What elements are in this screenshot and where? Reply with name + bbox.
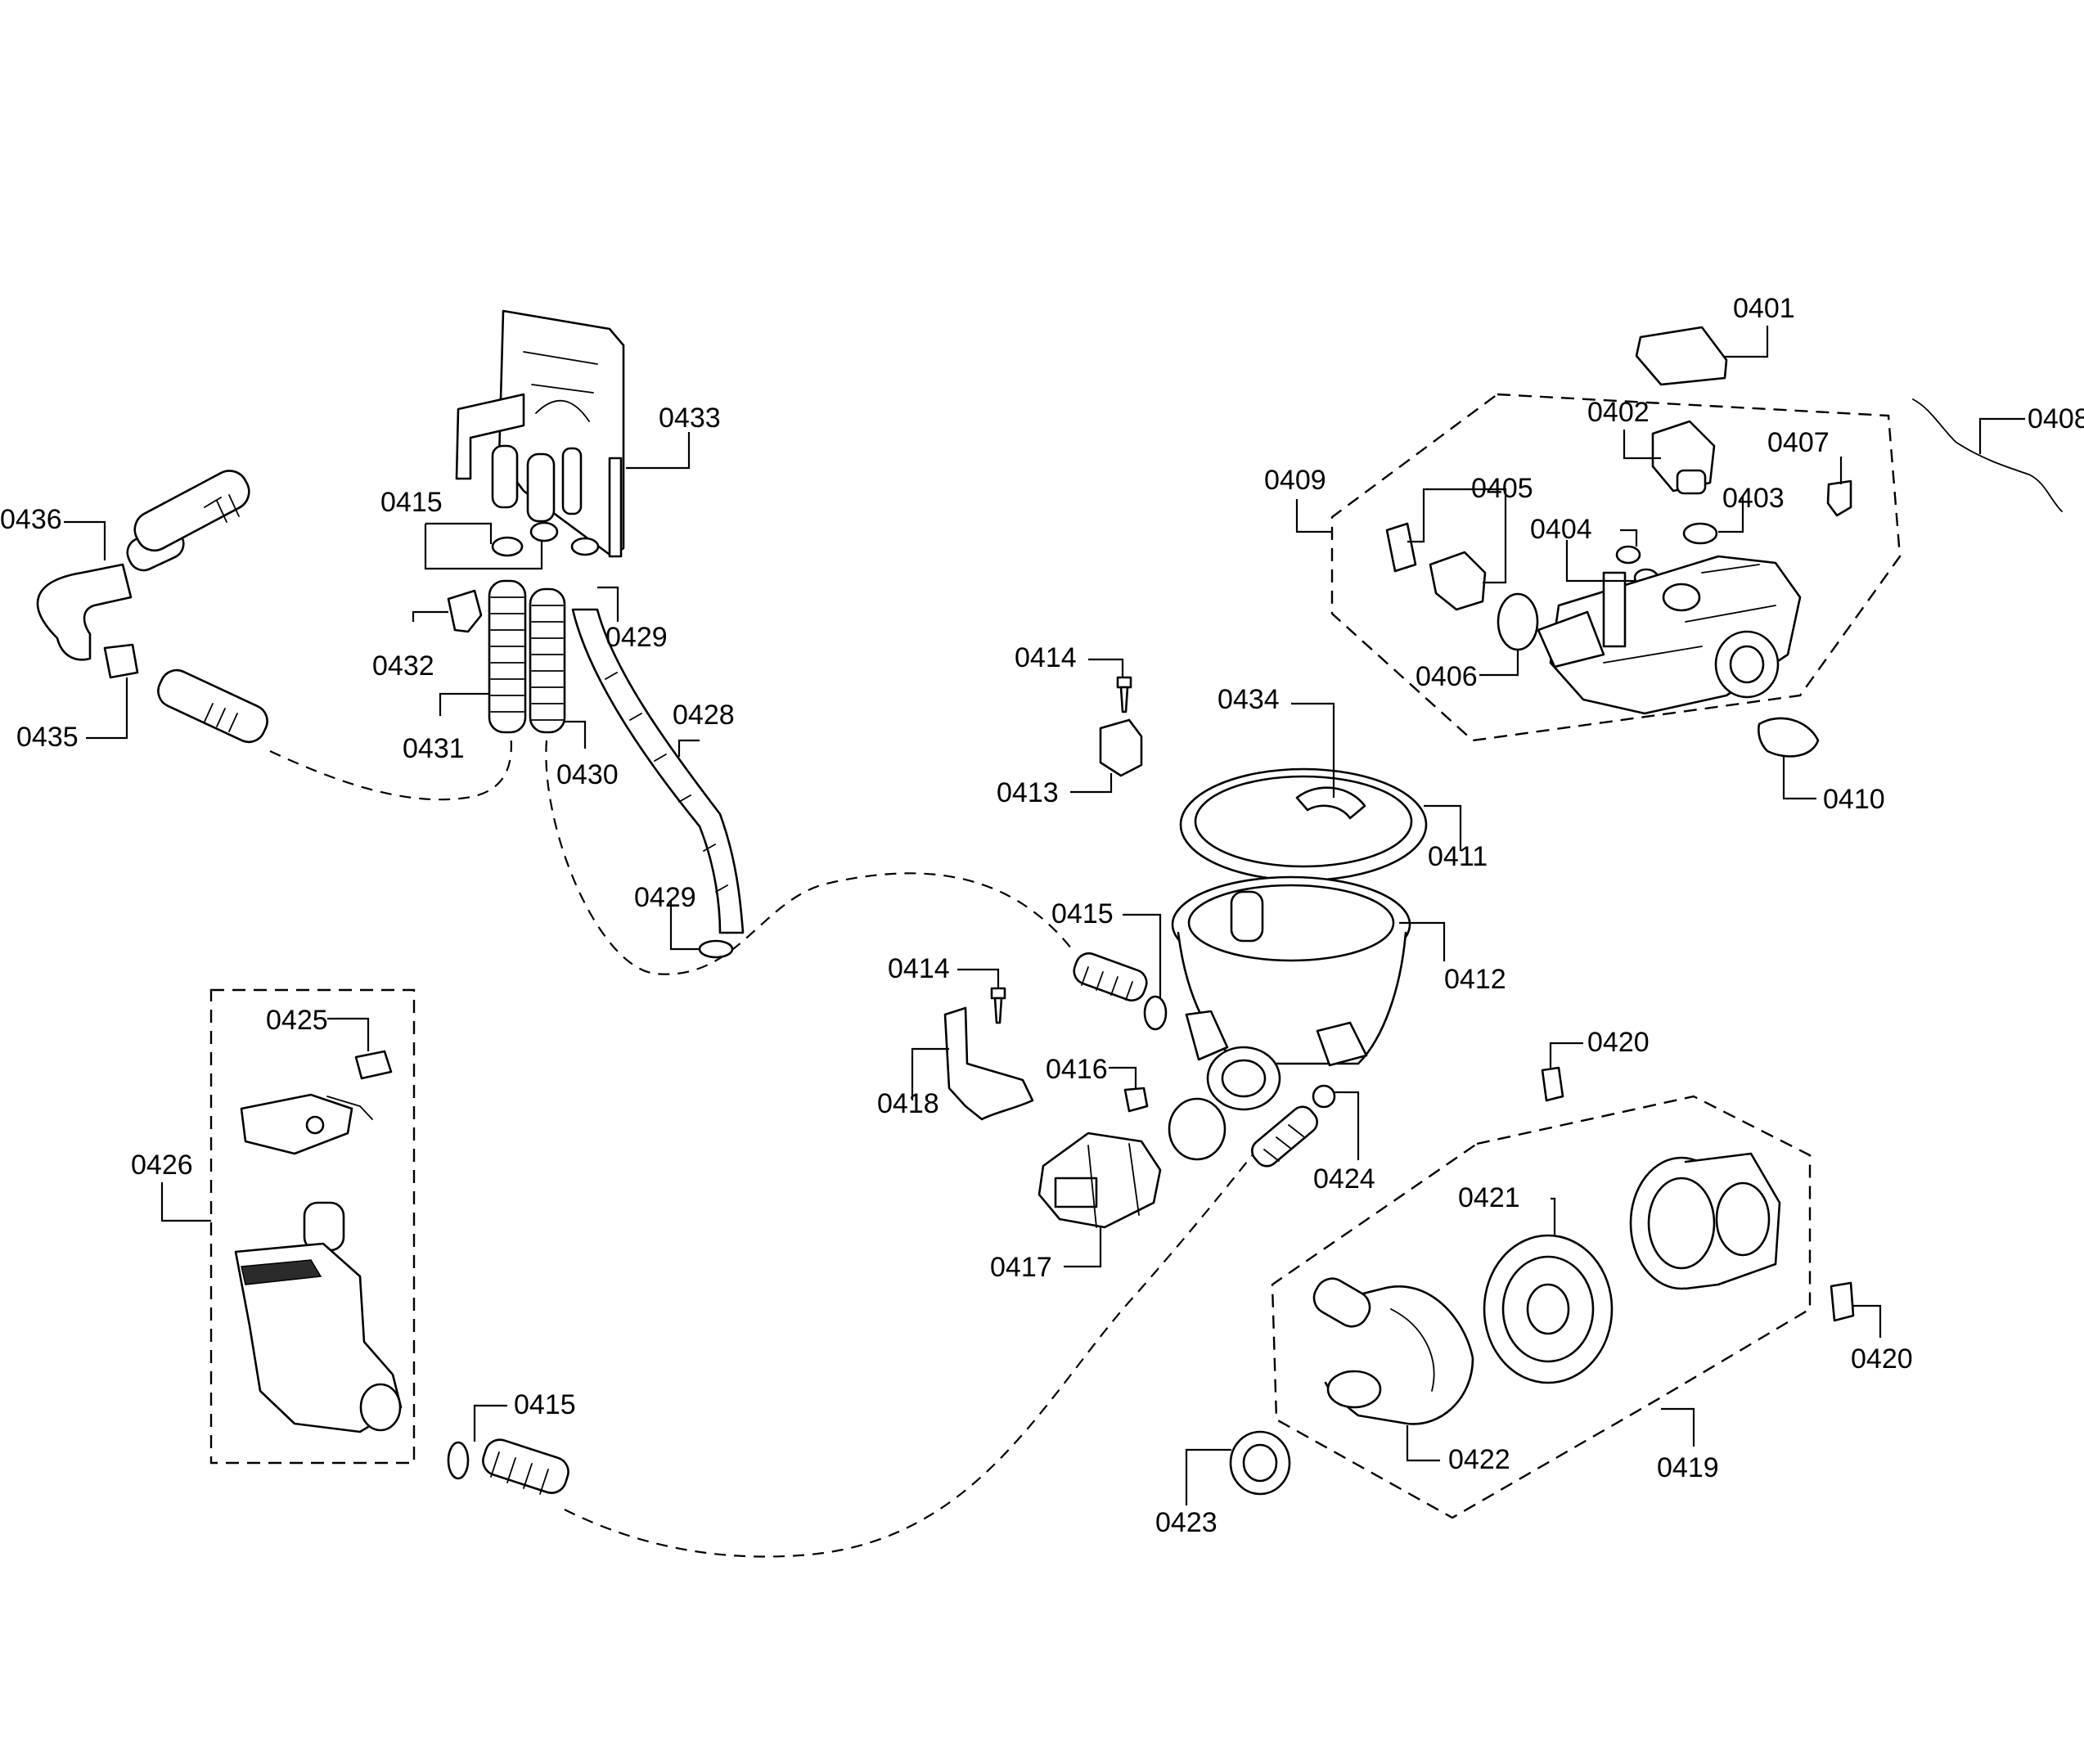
part-0418-drawing <box>943 1006 1034 1121</box>
label-0415-lower: 0415 <box>514 1389 576 1420</box>
label-0422: 0422 <box>1448 1444 1510 1475</box>
fill-hose-route <box>545 740 1073 975</box>
label-0411: 0411 <box>1428 841 1488 872</box>
part-0422-drawing <box>1312 1277 1474 1425</box>
part-0409-drawing <box>1537 555 1802 715</box>
label-0408: 0408 <box>2028 403 2084 434</box>
group-0409-outline <box>1330 393 1902 742</box>
leader-lines <box>64 326 2025 1505</box>
label-0406: 0406 <box>1416 661 1478 692</box>
part-0434-drawing <box>1295 786 1366 820</box>
label-0435: 0435 <box>16 722 79 753</box>
label-0425: 0425 <box>266 1005 328 1036</box>
part-0408-drawing <box>1912 398 2063 512</box>
group-0419-outline <box>1271 1095 1812 1519</box>
part-0436-drawing <box>36 470 250 661</box>
label-0431: 0431 <box>403 733 465 764</box>
label-0412: 0412 <box>1444 964 1506 995</box>
part-0407-drawing <box>1826 479 1852 517</box>
group-0426-outline <box>209 988 416 1465</box>
part-0431-drawing <box>488 579 527 734</box>
label-0420-upper: 0420 <box>1587 1027 1650 1058</box>
part-0430-drawing <box>529 587 566 734</box>
part-0428-drawing <box>571 608 745 934</box>
label-0414-lower: 0414 <box>888 953 950 984</box>
label-0405: 0405 <box>1471 473 1533 504</box>
part-0425-drawing <box>354 1050 393 1080</box>
part-0424-drawing <box>1251 1084 1336 1168</box>
part-0415-lower-drawing <box>447 1438 569 1495</box>
label-0404: 0404 <box>1530 514 1592 545</box>
part-0420-clip-b <box>1830 1281 1855 1322</box>
lower-hose-route <box>564 1145 1261 1558</box>
label-0421: 0421 <box>1458 1182 1520 1213</box>
sump-o-ring <box>1168 1097 1227 1161</box>
label-0413: 0413 <box>997 777 1059 808</box>
label-0419: 0419 <box>1657 1452 1719 1483</box>
label-0429-lower: 0429 <box>634 882 696 913</box>
part-0429-clamp-top <box>570 537 600 556</box>
part-0426-drawing <box>234 1093 403 1433</box>
drain-hose-route <box>269 711 512 801</box>
label-0403: 0403 <box>1722 483 1785 514</box>
drain-connector-drawing <box>157 668 268 744</box>
part-0412-drawing <box>1171 875 1411 1111</box>
part-0419-motor-drawing <box>1629 1152 1781 1290</box>
part-0421-drawing <box>1483 1234 1614 1384</box>
part-0414-screw-b <box>990 987 1006 1024</box>
part-0416-drawing <box>1123 1087 1149 1113</box>
label-0414-upper: 0414 <box>1015 642 1077 673</box>
label-0402: 0402 <box>1587 397 1650 428</box>
part-0404-ring-a <box>1615 545 1641 565</box>
label-0428: 0428 <box>673 700 735 731</box>
label-0409: 0409 <box>1264 465 1326 496</box>
part-0415-ring-b <box>529 521 559 542</box>
label-0436: 0436 <box>0 504 62 535</box>
label-0430: 0430 <box>556 759 619 790</box>
part-0401-drawing <box>1635 326 1728 386</box>
label-0415-middle: 0415 <box>1051 898 1114 929</box>
part-0411-drawing <box>1179 767 1428 882</box>
part-0415-ring-a <box>491 536 524 557</box>
part-0406-drawing <box>1497 592 1539 651</box>
label-0429-upper: 0429 <box>605 622 668 653</box>
label-0415-upper: 0415 <box>380 487 443 518</box>
label-0426: 0426 <box>131 1150 193 1181</box>
label-0423: 0423 <box>1155 1507 1218 1538</box>
part-0405-drawing <box>1385 522 1487 611</box>
label-0434: 0434 <box>1218 684 1280 715</box>
label-0420-lower: 0420 <box>1851 1343 1913 1375</box>
part-0402-drawing <box>1651 420 1716 495</box>
part-0410-drawing <box>1758 717 1820 758</box>
part-0435-drawing <box>103 643 139 679</box>
label-0401: 0401 <box>1733 293 1795 324</box>
part-0432-drawing <box>447 589 483 633</box>
label-0418: 0418 <box>877 1088 939 1119</box>
part-0403-drawing <box>1682 522 1718 545</box>
label-0417: 0417 <box>990 1252 1052 1283</box>
part-0415-middle-drawing <box>1073 952 1168 1031</box>
label-0432: 0432 <box>372 650 434 682</box>
label-0424: 0424 <box>1313 1163 1375 1195</box>
part-0433-drawing <box>455 309 625 558</box>
label-0416: 0416 <box>1046 1054 1108 1085</box>
part-0429-clamp-bottom <box>698 939 734 959</box>
label-0407: 0407 <box>1767 427 1830 458</box>
part-0417-drawing <box>1037 1132 1162 1229</box>
part-0413-drawing <box>1099 718 1143 777</box>
part-0423-drawing <box>1229 1430 1291 1496</box>
part-0414-screw-a <box>1116 676 1132 713</box>
label-0433: 0433 <box>659 403 721 434</box>
label-0410: 0410 <box>1823 784 1885 815</box>
part-0420-clip-a <box>1541 1066 1564 1102</box>
